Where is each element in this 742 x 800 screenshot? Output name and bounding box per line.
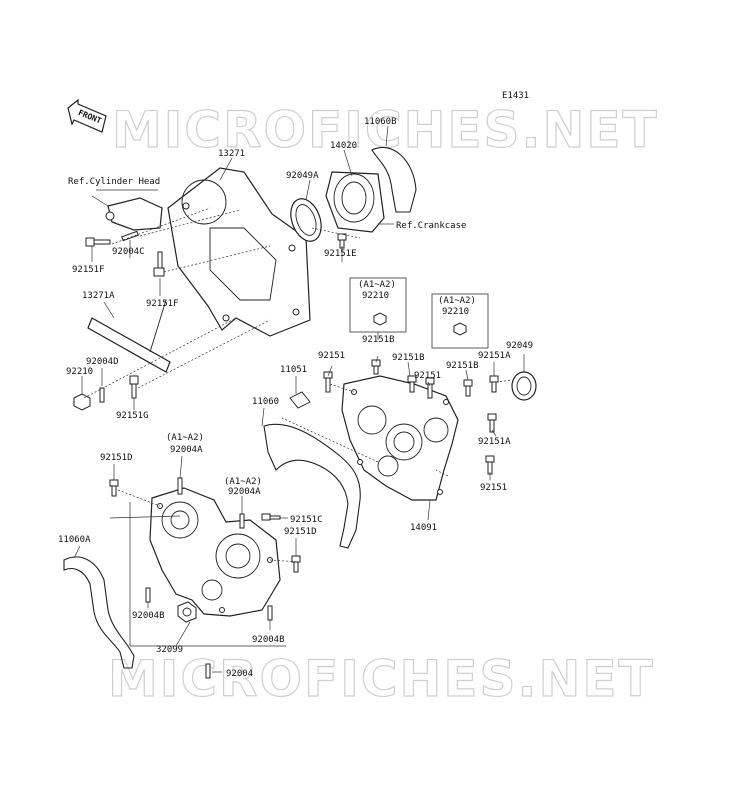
label-92049: 92049 bbox=[506, 341, 533, 351]
label-13271A: 13271A bbox=[82, 291, 115, 301]
variant-a4: (A1~A2) bbox=[224, 477, 262, 487]
gasket-11060B bbox=[371, 146, 417, 213]
cover-32099 bbox=[149, 487, 281, 617]
bracket-13271A bbox=[87, 299, 171, 373]
label-32099: 32099 bbox=[156, 645, 183, 655]
cover-14091 bbox=[341, 375, 459, 501]
stud-92004B-b bbox=[267, 605, 273, 621]
variant-a3: (A1~A2) bbox=[166, 433, 204, 443]
bolt-92151F-b bbox=[153, 251, 165, 277]
watermark-top: MICROFICHES.NET bbox=[112, 101, 659, 159]
label-92049A: 92049A bbox=[286, 171, 319, 181]
label-92151D-a: 92151D bbox=[100, 453, 133, 463]
label-11051: 11051 bbox=[280, 365, 307, 375]
gasket-11060 bbox=[263, 423, 361, 549]
labels: 11060B 13271 14020 92049A Ref.Cylinder H… bbox=[58, 117, 533, 679]
bolt-92151C bbox=[261, 513, 281, 521]
label-14091: 14091 bbox=[410, 523, 437, 533]
label-11060B: 11060B bbox=[364, 117, 397, 127]
front-arrow-icon: FRONT bbox=[67, 98, 107, 133]
gasket-11060A bbox=[63, 556, 135, 669]
label-92151A-b: 92151A bbox=[478, 437, 511, 447]
label-92151F-a: 92151F bbox=[72, 265, 105, 275]
bolt-92151B-c bbox=[463, 379, 473, 397]
label-92004C: 92004C bbox=[112, 247, 145, 257]
bolt-92151B-a bbox=[371, 359, 381, 375]
assembly-brackets bbox=[109, 502, 286, 647]
seal-92049A bbox=[290, 198, 322, 242]
label-92151-c: 92151 bbox=[480, 483, 507, 493]
watermark-bottom: MICROFICHES.NET bbox=[108, 650, 655, 708]
label-92210-c: 92210 bbox=[442, 307, 469, 317]
bolt-92151-c bbox=[485, 455, 495, 475]
nut-32099 bbox=[177, 601, 197, 623]
seal-92049 bbox=[511, 371, 537, 401]
bolt-92151E bbox=[337, 233, 347, 249]
stud-92004B-a bbox=[145, 587, 151, 603]
ref-crankcase: Ref.Crankcase bbox=[396, 221, 466, 231]
diagram-code: E1431 bbox=[502, 91, 529, 101]
cylinder-head-bracket bbox=[105, 197, 163, 231]
label-13271: 13271 bbox=[218, 149, 245, 159]
nut-92210-b bbox=[373, 312, 387, 326]
label-11060A: 11060A bbox=[58, 535, 91, 545]
stud-92004A-a bbox=[177, 477, 183, 495]
bolt-92151A-a bbox=[489, 375, 499, 393]
variant-a1: (A1~A2) bbox=[358, 280, 396, 290]
bolt-92151-a bbox=[323, 371, 333, 393]
label-92004A-a: 92004A bbox=[170, 445, 203, 455]
label-92004D: 92004D bbox=[86, 357, 119, 367]
label-92151B-c: 92151B bbox=[446, 361, 479, 371]
bolt-92151B-b bbox=[407, 375, 417, 393]
bolt-92151-b bbox=[425, 377, 435, 399]
leader-lines bbox=[73, 125, 525, 673]
plate-13271 bbox=[167, 167, 311, 337]
label-92151B-b: 92151B bbox=[392, 353, 425, 363]
bolt-92151D-a bbox=[109, 479, 119, 497]
nut-92210-a bbox=[73, 393, 91, 411]
label-92004B-a: 92004B bbox=[132, 611, 165, 621]
label-92004A-b: 92004A bbox=[228, 487, 261, 497]
label-92151-a: 92151 bbox=[318, 351, 345, 361]
callout-box-92210-c bbox=[431, 293, 489, 349]
label-92151D-b: 92151D bbox=[284, 527, 317, 537]
label-92151F-b: 92151F bbox=[146, 299, 179, 309]
label-92210-b: 92210 bbox=[362, 291, 389, 301]
stud-92004D bbox=[99, 387, 105, 403]
nut-92210-c bbox=[453, 322, 467, 336]
label-92004B-b: 92004B bbox=[252, 635, 285, 645]
label-92210-a: 92210 bbox=[66, 367, 93, 377]
stud-92004C bbox=[121, 230, 139, 242]
variant-a2: (A1~A2) bbox=[438, 296, 476, 306]
stud-92004A-b bbox=[239, 513, 245, 529]
bolt-92151D-b bbox=[291, 555, 301, 573]
label-14020: 14020 bbox=[330, 141, 357, 151]
label-92151C: 92151C bbox=[290, 515, 323, 525]
housing-14020 bbox=[325, 171, 385, 233]
clip-11051 bbox=[289, 391, 311, 409]
label-92151-b: 92151 bbox=[414, 371, 441, 381]
bolt-92151A-b bbox=[487, 413, 497, 433]
ref-cylinder-head: Ref.Cylinder Head bbox=[68, 177, 160, 187]
stud-92004 bbox=[205, 663, 211, 679]
label-11060: 11060 bbox=[252, 397, 279, 407]
bolt-92151F-a bbox=[85, 237, 111, 247]
label-92151G: 92151G bbox=[116, 411, 149, 421]
label-92151A-a: 92151A bbox=[478, 351, 511, 361]
label-92004: 92004 bbox=[226, 669, 253, 679]
label-92151E: 92151E bbox=[324, 249, 357, 259]
bolt-92151G bbox=[129, 375, 139, 399]
label-92151B-a: 92151B bbox=[362, 335, 395, 345]
